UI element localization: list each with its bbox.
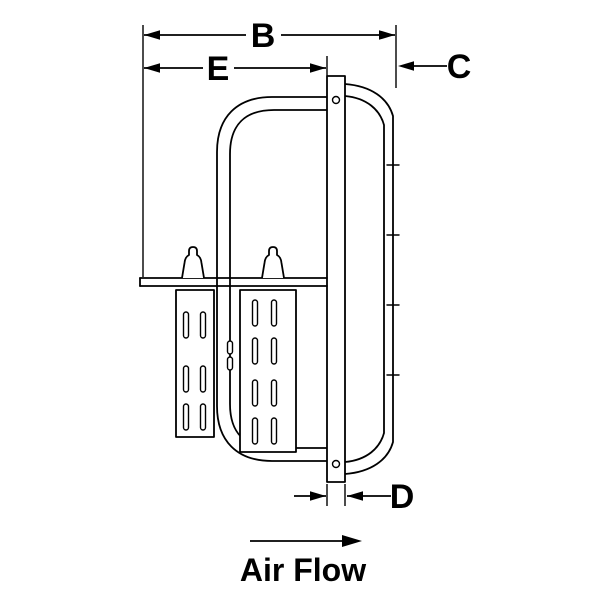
guard-slot bbox=[226, 340, 234, 355]
mount-slot bbox=[270, 299, 278, 327]
mount-slot bbox=[251, 299, 259, 327]
airflow-label: Air Flow bbox=[240, 552, 366, 588]
airflow-arrowhead bbox=[342, 535, 362, 547]
dimension-e: E bbox=[144, 50, 328, 88]
venturi-inner bbox=[344, 95, 385, 463]
arrowhead-c bbox=[398, 61, 414, 71]
arrowhead-d-left bbox=[310, 491, 326, 501]
guard-slot bbox=[226, 356, 234, 371]
dim-label-d: D bbox=[390, 478, 415, 516]
venturi-outer bbox=[344, 83, 394, 475]
guard-slots bbox=[226, 340, 234, 371]
airflow-indicator: Air Flow bbox=[240, 535, 366, 588]
motor-mount-bar bbox=[139, 277, 328, 287]
dim-label-e: E bbox=[207, 50, 230, 88]
dimension-c: C bbox=[398, 48, 471, 86]
arrowhead-b-right bbox=[379, 30, 395, 40]
mount-slot bbox=[251, 417, 259, 445]
mount-slot bbox=[270, 337, 278, 365]
mount-slot bbox=[199, 311, 207, 339]
mount-slot bbox=[199, 403, 207, 431]
mount-slot bbox=[251, 337, 259, 365]
dim-label-b: B bbox=[251, 17, 276, 55]
motor-isolator-right bbox=[261, 246, 285, 279]
mount-plate-right bbox=[239, 289, 297, 453]
guard-outer bbox=[216, 96, 331, 462]
mount-slot bbox=[182, 311, 190, 339]
mount-slot bbox=[251, 379, 259, 407]
dim-label-c: C bbox=[447, 48, 472, 86]
panel-hole-bottom bbox=[331, 459, 341, 469]
motor-isolator-left bbox=[181, 246, 205, 279]
mount-slot bbox=[270, 379, 278, 407]
mount-slot bbox=[270, 417, 278, 445]
venturi-seam-ticks bbox=[386, 164, 400, 376]
panel-hole-top bbox=[331, 95, 341, 105]
mount-slot bbox=[182, 365, 190, 393]
arrowhead-b-left bbox=[144, 30, 160, 40]
arrowhead-e-right bbox=[310, 63, 326, 73]
dimension-d: D bbox=[294, 478, 414, 516]
mount-plate-slots bbox=[182, 299, 278, 445]
fan-assembly bbox=[139, 75, 400, 483]
mount-plate-left bbox=[175, 289, 215, 438]
wall-panel bbox=[326, 75, 346, 483]
dimension-b: B bbox=[142, 17, 397, 277]
mount-slot bbox=[199, 365, 207, 393]
mount-slot bbox=[182, 403, 190, 431]
arrowhead-d-right bbox=[347, 491, 363, 501]
arrowhead-e-left bbox=[144, 63, 160, 73]
